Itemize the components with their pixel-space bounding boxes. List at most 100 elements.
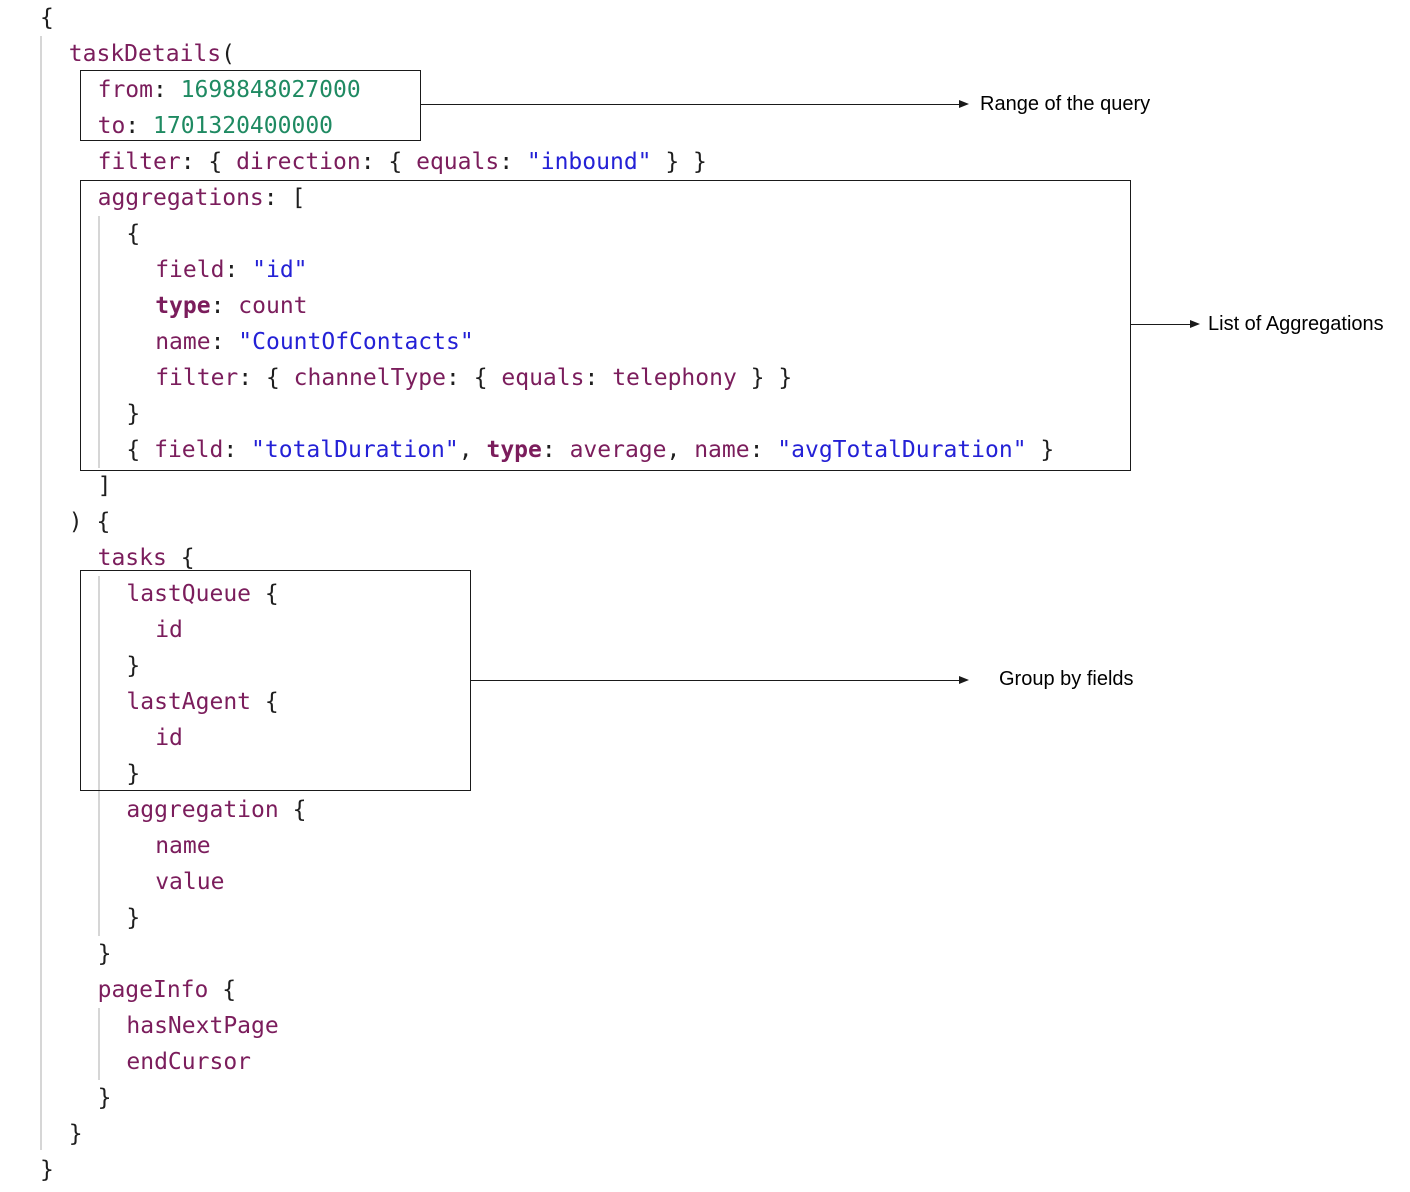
- aggregations-arrow-head: [1190, 320, 1200, 328]
- code-line: id: [155, 720, 183, 756]
- code-line: ]: [98, 468, 112, 504]
- code-token: name: [155, 833, 211, 859]
- code-token: "totalDuration": [251, 437, 459, 463]
- code-token: : {: [446, 365, 502, 391]
- indent-guide-tasks: [98, 576, 100, 936]
- code-line: from: 1698848027000: [98, 72, 361, 108]
- code-token: }: [126, 401, 141, 427]
- code-line: lastAgent {: [126, 684, 278, 720]
- code-line: ) {: [69, 504, 111, 540]
- code-token: name: [694, 437, 750, 463]
- code-token: equals: [416, 149, 500, 175]
- code-token: } }: [736, 365, 793, 391]
- code-token: pageInfo: [97, 977, 209, 1003]
- code-token: taskDetails: [68, 41, 222, 67]
- code-token: {: [126, 437, 155, 463]
- indent-guide-pageinfo: [98, 1008, 100, 1080]
- code-token: : {: [238, 365, 294, 391]
- code-line: value: [155, 864, 224, 900]
- code-token: :: [125, 113, 153, 139]
- code-token: tasks: [97, 545, 167, 571]
- code-token: :: [749, 437, 778, 463]
- code-line: aggregation {: [126, 792, 306, 828]
- range-annotation: Range of the query: [980, 93, 1151, 115]
- code-line: field: "id": [155, 252, 307, 288]
- code-token: type: [486, 437, 542, 463]
- code-token: {: [278, 797, 307, 823]
- code-line: lastQueue {: [126, 576, 278, 612]
- code-token: aggregations: [97, 185, 264, 211]
- code-token: from: [97, 77, 153, 103]
- code-token: "inbound": [526, 149, 652, 175]
- code-line: }: [126, 396, 140, 432]
- range-box: [80, 70, 421, 141]
- group-by-box: [80, 570, 471, 791]
- code-line: }: [126, 648, 140, 684]
- code-token: :: [210, 329, 239, 355]
- code-token: "avgTotalDuration": [777, 437, 1027, 463]
- code-line: aggregations: [: [98, 180, 306, 216]
- code-token: ,: [458, 437, 487, 463]
- aggregations-arrow-line: [1131, 324, 1190, 325]
- code-token: field: [154, 437, 224, 463]
- code-token: field: [155, 257, 225, 283]
- code-token: filter: [155, 365, 239, 391]
- code-line: { field: "totalDuration", type: average,…: [126, 432, 1054, 468]
- code-token: }: [126, 761, 141, 787]
- indent-guide-aggregations: [98, 216, 100, 468]
- code-token: filter: [97, 149, 181, 175]
- code-token: }: [1026, 437, 1055, 463]
- code-line: filter: { direction: { equals: "inbound"…: [98, 144, 707, 180]
- code-token: (: [221, 41, 235, 67]
- code-line: name: [155, 828, 210, 864]
- code-token: }: [97, 1085, 112, 1111]
- code-token: "id": [252, 257, 308, 283]
- code-token: endCursor: [126, 1049, 252, 1075]
- code-line: endCursor: [126, 1044, 251, 1080]
- code-token: direction: [236, 149, 361, 175]
- code-token: {: [251, 689, 279, 715]
- code-token: {: [208, 977, 237, 1003]
- code-line: id: [155, 612, 183, 648]
- code-token: type: [155, 293, 211, 319]
- code-token: : [: [263, 185, 306, 211]
- code-line: hasNextPage: [126, 1008, 278, 1044]
- code-token: : {: [180, 149, 237, 175]
- code-line: pageInfo {: [98, 972, 236, 1008]
- code-token: ,: [666, 437, 695, 463]
- code-line: filter: { channelType: { equals: telepho…: [155, 360, 792, 396]
- code-token: }: [97, 941, 112, 967]
- code-token: equals: [501, 365, 585, 391]
- code-token: : {: [360, 149, 417, 175]
- code-token: :: [584, 365, 613, 391]
- code-token: to: [97, 113, 126, 139]
- code-line: }: [40, 1152, 54, 1188]
- code-token: :: [223, 437, 252, 463]
- range-arrow-head: [959, 100, 969, 108]
- code-token: {: [40, 5, 54, 31]
- code-line: }: [69, 1116, 83, 1152]
- code-token: "CountOfContacts": [238, 329, 474, 355]
- code-token: channelType: [293, 365, 446, 391]
- code-line: type: count: [155, 288, 307, 324]
- code-token: }: [126, 653, 141, 679]
- code-token: telephony: [612, 365, 737, 391]
- code-line: }: [126, 756, 140, 792]
- code-line: taskDetails(: [69, 36, 235, 72]
- code-line: name: "CountOfContacts": [155, 324, 474, 360]
- code-token: lastQueue: [126, 581, 252, 607]
- code-token: 1698848027000: [180, 77, 361, 103]
- code-line: to: 1701320400000: [98, 108, 333, 144]
- aggregations-annotation: List of Aggregations: [1208, 313, 1384, 335]
- code-token: aggregation: [126, 797, 279, 823]
- code-line: }: [98, 1080, 112, 1116]
- code-token: id: [155, 617, 183, 643]
- code-token: hasNextPage: [126, 1013, 279, 1039]
- code-token: ]: [97, 473, 112, 499]
- indent-guide-root: [40, 36, 42, 1150]
- code-token: }: [40, 1157, 54, 1183]
- code-token: :: [152, 77, 181, 103]
- code-token: :: [224, 257, 253, 283]
- code-line: {: [126, 216, 140, 252]
